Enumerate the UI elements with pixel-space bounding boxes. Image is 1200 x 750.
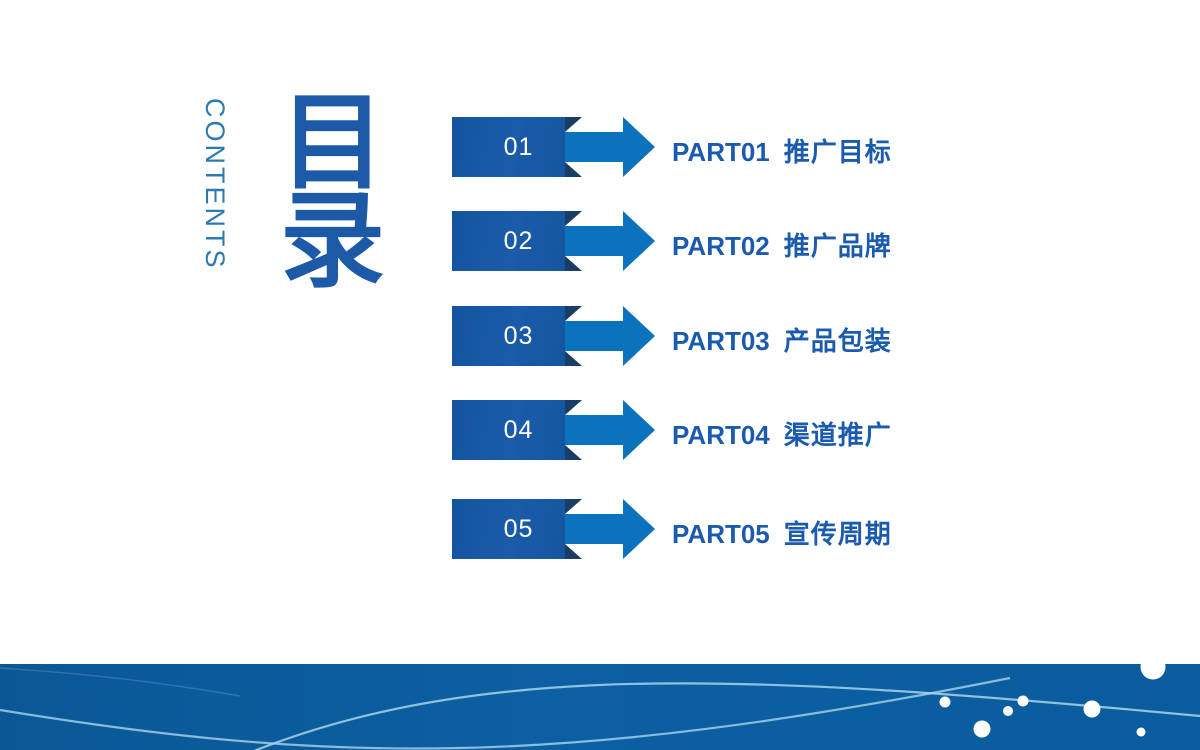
contents-vertical-label: CONTENTS bbox=[200, 98, 230, 271]
agenda-label[interactable]: PART01 推广目标 bbox=[672, 132, 892, 169]
bottom-decoration-band bbox=[0, 664, 1200, 750]
agenda-number-badge: 02 bbox=[452, 211, 565, 271]
agenda-label[interactable]: PART03 产品包装 bbox=[672, 321, 892, 358]
agenda-topic-text: 推广目标 bbox=[783, 138, 892, 168]
agenda-part-text: PART05 bbox=[672, 519, 770, 549]
agenda-topic-text: 产品包装 bbox=[783, 327, 892, 357]
agenda-part-text: PART04 bbox=[672, 420, 770, 450]
agenda-label[interactable]: PART04 渠道推广 bbox=[672, 415, 892, 452]
page-title-char-1: 目 bbox=[280, 82, 386, 204]
arrow-icon bbox=[565, 388, 657, 472]
agenda-topic-text: 宣传周期 bbox=[783, 520, 892, 550]
agenda-topic-text: 渠道推广 bbox=[783, 421, 892, 451]
agenda-part-text: PART01 bbox=[672, 137, 770, 167]
agenda-number-badge: 05 bbox=[452, 499, 565, 559]
wave-lines bbox=[0, 667, 1200, 750]
arrow-icon bbox=[565, 487, 657, 571]
agenda-part-text: PART03 bbox=[672, 326, 770, 356]
agenda-part-text: PART02 bbox=[672, 231, 770, 261]
agenda-topic-text: 推广品牌 bbox=[783, 232, 892, 262]
agenda-number-badge: 01 bbox=[452, 117, 565, 177]
arrow-icon bbox=[565, 105, 657, 189]
page-title-char-2: 录 bbox=[280, 179, 386, 302]
arrow-icon bbox=[565, 294, 657, 378]
dot-cluster bbox=[939, 664, 1166, 738]
agenda-number-badge: 03 bbox=[452, 306, 565, 366]
agenda-label[interactable]: PART05 宣传周期 bbox=[672, 514, 892, 551]
page-title: 目 录 bbox=[280, 82, 410, 302]
agenda-label[interactable]: PART02 推广品牌 bbox=[672, 226, 892, 263]
agenda-number-badge: 04 bbox=[452, 400, 565, 460]
arrow-icon bbox=[565, 199, 657, 283]
